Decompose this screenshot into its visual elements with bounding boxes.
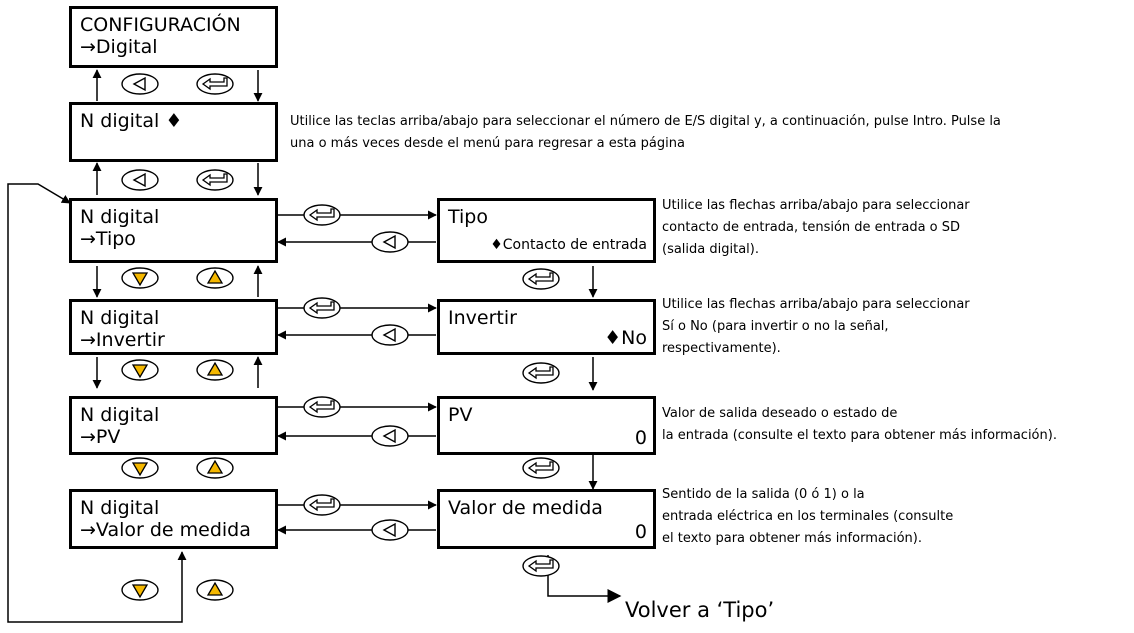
enter-key-icon — [522, 555, 560, 577]
return-label: Volver a ‘Tipo’ — [625, 598, 775, 622]
note-valor: Sentido de la salida (0 ó 1) o la entrad… — [662, 484, 953, 550]
enter-key-icon — [196, 73, 234, 95]
screen-value: 0 — [634, 521, 647, 543]
note-line: (salida digital). — [662, 242, 759, 257]
screen-title: Valor de medida — [448, 497, 603, 519]
enter-key-icon — [522, 268, 560, 290]
enter-key-icon — [303, 297, 341, 319]
note-line: Utilice las teclas arriba/abajo para sel… — [290, 114, 1001, 129]
screen-config: CONFIGURACIÓN →Digital — [69, 6, 278, 68]
screen-item: →Digital — [80, 36, 158, 58]
enter-key-icon — [303, 494, 341, 516]
up-key-icon — [196, 457, 234, 479]
note-select: Utilice las teclas arriba/abajo para sel… — [290, 111, 1001, 155]
back-key-icon — [121, 169, 159, 191]
note-invertir: Utilice las flechas arriba/abajo para se… — [662, 294, 970, 360]
enter-key-icon — [522, 362, 560, 384]
screen-select: N digital ♦ — [69, 102, 278, 162]
back-key-icon — [121, 73, 159, 95]
screen-menu-pv: N digital →PV — [69, 396, 278, 455]
enter-key-icon — [196, 169, 234, 191]
note-line: el texto para obtener más información). — [662, 531, 922, 546]
back-key-icon — [371, 324, 409, 346]
screen-item: →Tipo — [80, 228, 136, 250]
screen-item: →PV — [80, 426, 121, 448]
screen-menu-tipo: N digital →Tipo — [69, 198, 278, 263]
screen-param-pv: PV 0 — [437, 396, 656, 455]
screen-menu-valor: N digital →Valor de medida — [69, 489, 278, 549]
up-key-icon — [196, 579, 234, 601]
screen-param-tipo: Tipo ♦Contacto de entrada — [437, 198, 656, 263]
note-line: una o más veces desde el menú para regre… — [290, 136, 685, 151]
screen-param-valor: Valor de medida 0 — [437, 489, 656, 549]
back-key-icon — [371, 519, 409, 541]
note-pv: Valor de salida deseado o estado de la e… — [662, 403, 1057, 447]
screen-menu-invertir: N digital →Invertir — [69, 299, 278, 355]
note-line: la entrada (consulte el texto para obten… — [662, 428, 1057, 443]
screen-title: Invertir — [448, 307, 517, 329]
screen-value: 0 — [634, 427, 647, 449]
note-line: Sentido de la salida (0 ó 1) o la — [662, 487, 865, 502]
note-line: Sí o No (para invertir o no la señal, — [662, 319, 889, 334]
note-line: respectivamente). — [662, 341, 781, 356]
down-key-icon — [121, 267, 159, 289]
note-line: contacto de entrada, tensión de entrada … — [662, 220, 961, 235]
screen-title: N digital ♦ — [80, 110, 183, 132]
screen-title: CONFIGURACIÓN — [80, 14, 241, 36]
enter-key-icon — [522, 457, 560, 479]
down-key-icon — [121, 359, 159, 381]
note-tipo: Utilice las flechas arriba/abajo para se… — [662, 195, 970, 261]
screen-param-invertir: Invertir ♦No — [437, 299, 656, 355]
down-key-icon — [121, 457, 159, 479]
screen-title: N digital — [80, 206, 160, 228]
screen-value: ♦Contacto de entrada — [490, 237, 647, 253]
screen-title: PV — [448, 404, 473, 426]
note-line: Utilice las flechas arriba/abajo para se… — [662, 297, 970, 312]
screen-title: Tipo — [448, 206, 488, 228]
screen-value: ♦No — [604, 327, 647, 349]
enter-key-icon — [303, 396, 341, 418]
back-key-icon — [371, 425, 409, 447]
note-line: entrada eléctrica en los terminales (con… — [662, 509, 954, 524]
up-key-icon — [196, 267, 234, 289]
screen-title: N digital — [80, 307, 160, 329]
up-key-icon — [196, 359, 234, 381]
enter-key-icon — [303, 204, 341, 226]
screen-item: →Valor de medida — [80, 519, 251, 541]
note-line: Valor de salida deseado o estado de — [662, 406, 898, 421]
back-key-icon — [371, 231, 409, 253]
screen-title: N digital — [80, 497, 160, 519]
note-line: Utilice las flechas arriba/abajo para se… — [662, 198, 970, 213]
screen-item: →Invertir — [80, 329, 165, 351]
screen-title: N digital — [80, 404, 160, 426]
down-key-icon — [121, 579, 159, 601]
